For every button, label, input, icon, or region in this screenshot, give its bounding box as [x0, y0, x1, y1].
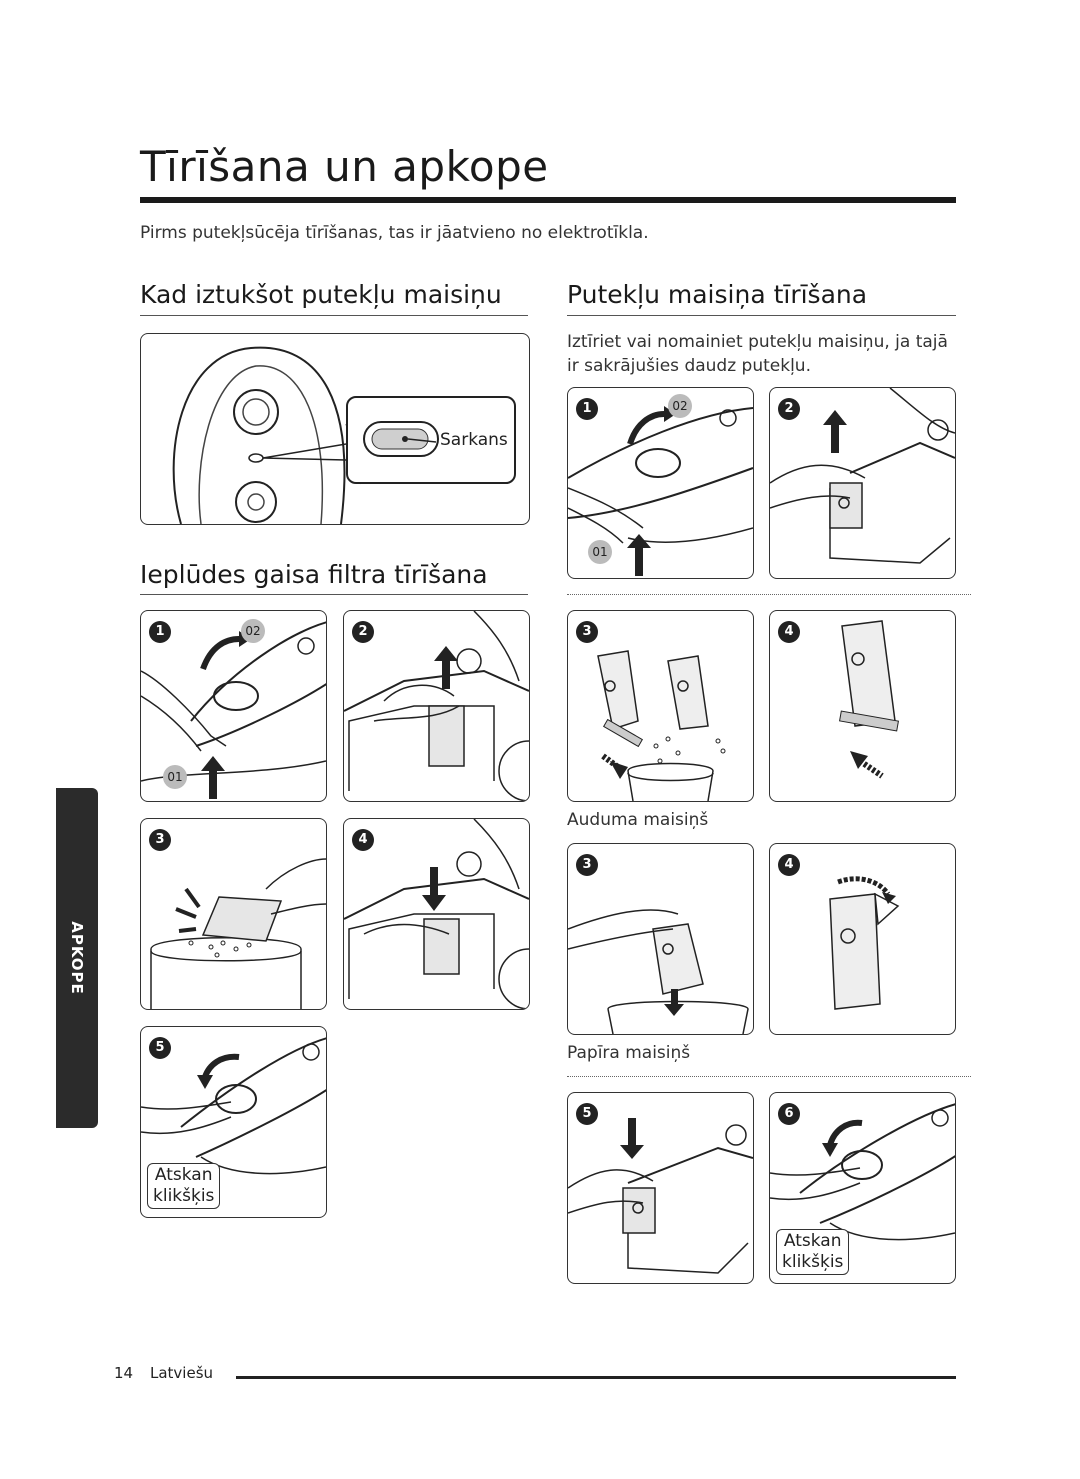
- paper-bag-step-3-panel: 3: [567, 843, 754, 1035]
- step-badge: 6: [778, 1103, 800, 1125]
- click-callout-line2: klikšķis: [153, 1186, 215, 1206]
- step-badge: 4: [352, 829, 374, 851]
- click-callout-line1: Atskan: [154, 1165, 213, 1185]
- step-badge: 5: [149, 1037, 171, 1059]
- cloth-bag-caption: Auduma maisiņš: [567, 810, 709, 830]
- cloth-bag-step-4-panel: 4: [769, 610, 956, 802]
- filter-step-2-panel: 2: [343, 610, 530, 802]
- click-callout-line1: Atskan: [783, 1231, 842, 1251]
- side-tab-label: APKOPE: [68, 921, 86, 995]
- step-badge: 3: [576, 854, 598, 876]
- heading-inlet-filter-rule: [140, 594, 528, 595]
- filter-step-1-panel: 1 02 01: [140, 610, 327, 802]
- step-badge: 1: [576, 398, 598, 420]
- empty-cloth-bag-illustration: [597, 650, 726, 801]
- step-badge: 5: [576, 1103, 598, 1125]
- section-side-tab: APKOPE: [56, 788, 98, 1128]
- indicator-callout: Sarkans: [346, 396, 516, 484]
- heading-empty-bag-rule: [140, 315, 528, 316]
- page-title: Tīrīšana un apkope: [140, 142, 549, 191]
- click-callout: Atskan klikšķis: [776, 1229, 850, 1275]
- page-number: 14: [114, 1364, 134, 1382]
- refit-cloth-bag-illustration: [838, 620, 900, 779]
- heading-bag-cleaning: Putekļu maisiņa tīrīšana: [567, 280, 868, 309]
- tag-02: 02: [668, 394, 692, 418]
- step-badge: 2: [352, 621, 374, 643]
- step-badge: 3: [149, 829, 171, 851]
- filter-step-4-panel: 4: [343, 818, 530, 1010]
- bag-step-2-panel: 2: [769, 387, 956, 579]
- tag-01: 01: [588, 540, 612, 564]
- step-badge: 4: [778, 854, 800, 876]
- insert-bag-illustration: [568, 1118, 753, 1274]
- filter-step-3-panel: 3: [140, 818, 327, 1010]
- click-callout-line2: klikšķis: [782, 1252, 844, 1272]
- new-paper-bag-illustration: [829, 876, 900, 1010]
- dotted-divider: [567, 594, 971, 595]
- dotted-divider: [567, 1076, 971, 1077]
- filter-step-5-panel: 5 Atskan klikšķis: [140, 1026, 327, 1218]
- bag-step-6-panel: 6 Atskan klikšķis: [769, 1092, 956, 1284]
- bag-cleaning-text: Iztīriet vai nomainiet putekļu maisiņu, …: [567, 332, 948, 376]
- step-badge: 1: [149, 621, 171, 643]
- step-badge: 2: [778, 398, 800, 420]
- paper-bag-step-4-panel: 4: [769, 843, 956, 1035]
- open-cover-illustration: [141, 621, 326, 799]
- step-badge: 3: [576, 621, 598, 643]
- heading-empty-bag: Kad iztukšot putekļu maisiņu: [140, 280, 502, 309]
- heading-bag-cleaning-rule: [567, 315, 956, 316]
- click-callout: Atskan klikšķis: [147, 1163, 221, 1209]
- bag-step-5-panel: 5: [567, 1092, 754, 1284]
- panel-bag-indicator: Sarkans: [140, 333, 530, 525]
- close-cover-illustration: [770, 1103, 955, 1241]
- cloth-bag-step-3-panel: 3: [567, 610, 754, 802]
- open-cover-illustration: [568, 406, 753, 576]
- close-cover-illustration: [141, 1037, 326, 1175]
- indicator-label: Sarkans: [440, 430, 508, 450]
- insert-filter-illustration: [344, 819, 529, 1009]
- footer-rule: [236, 1376, 956, 1379]
- title-divider: [140, 197, 956, 203]
- shake-filter-illustration: [150, 858, 326, 1009]
- step-badge: 4: [778, 621, 800, 643]
- dispose-paper-bag-illustration: [568, 909, 749, 1034]
- remove-filter-illustration: [344, 611, 529, 801]
- tag-01: 01: [163, 765, 187, 789]
- intro-text: Pirms putekļsūcēja tīrīšanas, tas ir jāa…: [140, 223, 649, 243]
- remove-bag-illustration: [770, 388, 955, 564]
- indicator-icon: [363, 421, 439, 457]
- tag-02: 02: [241, 619, 265, 643]
- bag-step-1-panel: 1 02 01: [567, 387, 754, 579]
- heading-inlet-filter: Ieplūdes gaisa filtra tīrīšana: [140, 560, 488, 589]
- paper-bag-caption: Papīra maisiņš: [567, 1043, 691, 1063]
- footer-language: Latviešu: [150, 1364, 214, 1382]
